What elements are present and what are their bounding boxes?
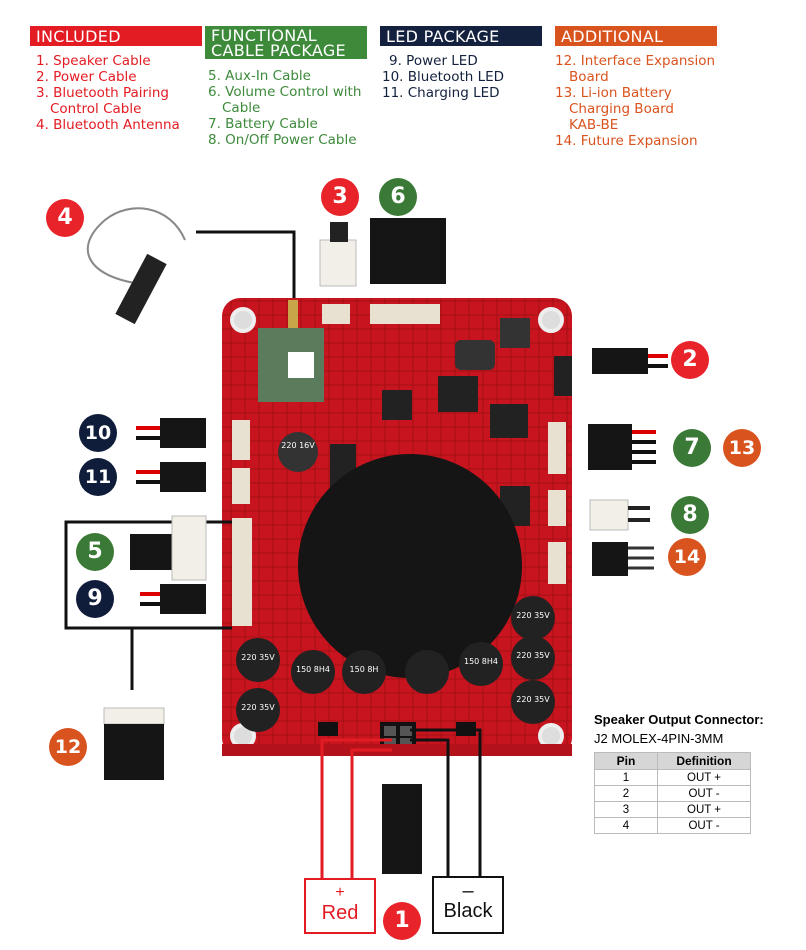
cap-label: 220 35V [241, 653, 275, 662]
badge-4: 4 [46, 199, 84, 237]
badge-5: 5 [76, 533, 114, 571]
badge-8: 8 [671, 496, 709, 534]
minus-label: Black [443, 900, 493, 922]
speaker-cable [320, 728, 482, 880]
pairing-cable [319, 222, 357, 287]
cap-label: 220 35V [516, 695, 550, 704]
list-item: 10. Bluetooth LED [382, 69, 505, 85]
volume-cable [370, 218, 446, 284]
power-led-cable [140, 584, 206, 614]
badge-6: 6 [379, 178, 417, 216]
definition-header: Definition [657, 752, 751, 770]
pin-header: Pin [594, 752, 658, 770]
included-list: 1. Speaker Cable 2. Power Cable 3. Bluet… [36, 53, 196, 133]
plus-label: Red [321, 902, 359, 924]
def-cell: OUT + [657, 801, 751, 818]
list-item: 7. Battery Cable [208, 116, 318, 132]
inductor-label: 150 8H [350, 665, 379, 674]
list-item: 6. Volume Control with Cable [208, 84, 362, 116]
amplifier-board: 220 16V 220 35V 220 35V 220 35V 220 35V … [222, 298, 572, 756]
pin-cell: 2 [594, 785, 658, 802]
list-item: 8. On/Off Power Cable [208, 132, 357, 148]
pin-cell: 1 [594, 769, 658, 786]
power-cable [592, 348, 668, 374]
aux-cable [130, 515, 207, 581]
cap-label: 220 35V [516, 611, 550, 620]
badge-7: 7 [673, 429, 711, 467]
included-header: INCLUDED [30, 26, 202, 46]
def-cell: OUT - [657, 785, 751, 802]
list-item: 5. Aux-In Cable [208, 68, 311, 84]
interface-expansion-cable [103, 707, 165, 780]
connector-title: Speaker Output Connector: [594, 712, 764, 727]
connector-subtitle: J2 MOLEX-4PIN-3MM [594, 731, 724, 746]
led-list: 9. Power LED 10. Bluetooth LED 11. Charg… [382, 53, 532, 101]
def-cell: OUT + [657, 769, 751, 786]
badge-14: 14 [668, 538, 706, 576]
functional-list: 5. Aux-In Cable 6. Volume Control with C… [208, 68, 373, 148]
list-item: 1. Speaker Cable [36, 53, 151, 69]
def-cell: OUT - [657, 817, 751, 834]
badge-2: 2 [671, 341, 709, 379]
list-item: 12. Interface Expansion Board [555, 53, 716, 85]
onoff-cable [589, 499, 650, 531]
pin-cell: 4 [594, 817, 658, 834]
badge-10: 10 [79, 414, 117, 452]
inductor-label: 150 8H4 [296, 665, 330, 674]
battery-cable [588, 424, 656, 470]
list-item: 3. Bluetooth Pairing Control Cable [36, 85, 169, 117]
list-item: 9. Power LED [389, 53, 478, 69]
badge-1: 1 [383, 902, 421, 940]
list-item: 14. Future Expansion [555, 133, 698, 149]
bluetooth-led-cable [136, 418, 206, 448]
led-header: LED PACKAGE [380, 26, 542, 46]
additional-header: ADDITIONAL [555, 26, 717, 46]
charging-led-cable [136, 462, 206, 492]
cap-label: 220 16V [281, 441, 315, 450]
cap-label: 220 35V [516, 651, 550, 660]
additional-list: 12. Interface Expansion Board 13. Li-ion… [555, 53, 725, 149]
pin-cell: 3 [594, 801, 658, 818]
badge-3: 3 [321, 178, 359, 216]
header-line: FUNCTIONAL [211, 26, 317, 45]
bluetooth-antenna [86, 207, 296, 325]
future-cable [592, 542, 654, 576]
list-item: 4. Bluetooth Antenna [36, 117, 180, 133]
badge-13: 13 [723, 429, 761, 467]
badge-9: 9 [76, 580, 114, 618]
positive-label-box: + Red [304, 878, 376, 934]
list-item: 11. Charging LED [382, 85, 500, 101]
header-line: CABLE PACKAGE [211, 41, 346, 60]
inductor-label: 150 8H4 [464, 657, 498, 666]
minus-symbol: – [462, 880, 474, 902]
cap-label: 220 35V [241, 703, 275, 712]
plus-symbol: + [335, 884, 345, 901]
list-item: 13. Li-ion Battery Charging Board KAB-BE [555, 85, 674, 133]
badge-12: 12 [49, 728, 87, 766]
functional-header: FUNCTIONAL CABLE PACKAGE [205, 26, 367, 59]
badge-11: 11 [79, 458, 117, 496]
list-item: 2. Power Cable [36, 69, 137, 85]
negative-label-box: – Black [432, 876, 504, 934]
